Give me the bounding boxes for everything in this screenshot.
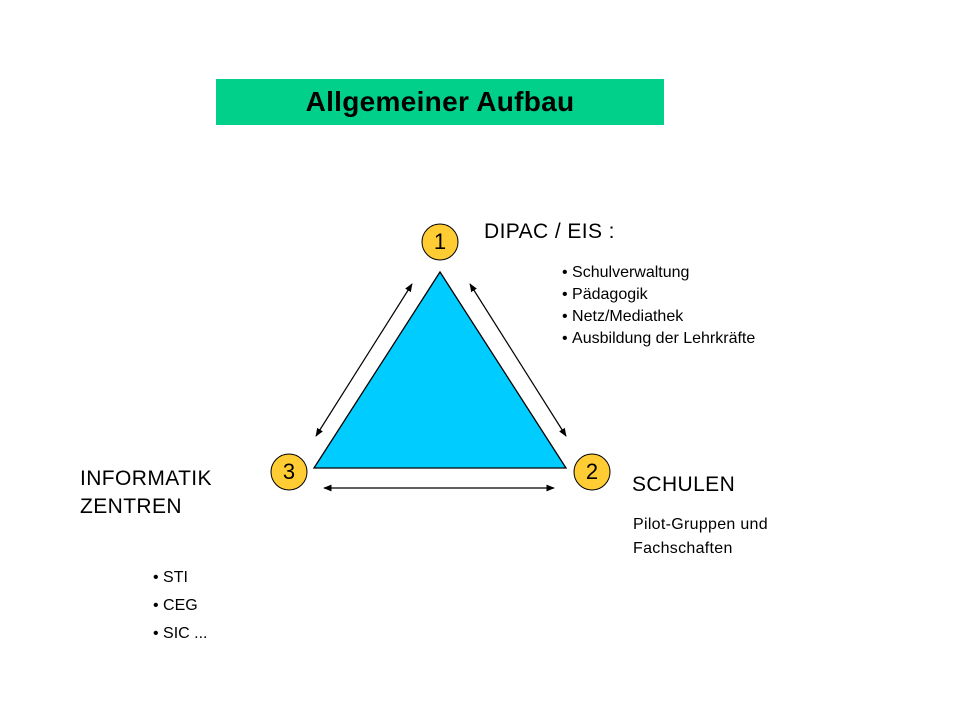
list-item: Netz/Mediathek xyxy=(562,306,755,328)
informatik-list: STI CEG SIC ... xyxy=(153,564,208,648)
node-1-circle xyxy=(421,223,459,261)
node-3-circle xyxy=(270,453,308,491)
dipac-heading: DIPAC / EIS : xyxy=(484,220,615,243)
schulen-heading: SCHULEN xyxy=(632,473,736,496)
informatik-heading-line1: INFORMATIK xyxy=(80,467,212,490)
informatik-heading-line2: ZENTREN xyxy=(80,495,182,518)
list-item: STI xyxy=(153,564,208,592)
node-2-circle xyxy=(573,453,611,491)
diagram-title: Allgemeiner Aufbau xyxy=(305,86,575,117)
list-item: Ausbildung der Lehrkräfte xyxy=(562,328,755,350)
informatik-heading: INFORMATIK ZENTREN xyxy=(80,466,212,520)
schulen-description: Pilot-Gruppen und Fachschaften xyxy=(633,516,768,557)
dipac-list: Schulverwaltung Pädagogik Netz/Mediathek… xyxy=(562,262,755,350)
title-banner: Allgemeiner Aufbau xyxy=(216,79,664,125)
node-3-label: 3 xyxy=(282,459,296,484)
arrow-1-to-2 xyxy=(469,283,567,437)
list-item: Pädagogik xyxy=(562,284,755,306)
node-2-label: 2 xyxy=(585,459,599,484)
triangle-shape xyxy=(312,270,568,469)
list-item: SIC ... xyxy=(153,620,207,648)
list-item: Schulverwaltung xyxy=(562,262,755,284)
list-item: CEG xyxy=(153,592,208,620)
arrow-3-to-1 xyxy=(315,283,413,437)
node-1-label: 1 xyxy=(433,229,447,254)
